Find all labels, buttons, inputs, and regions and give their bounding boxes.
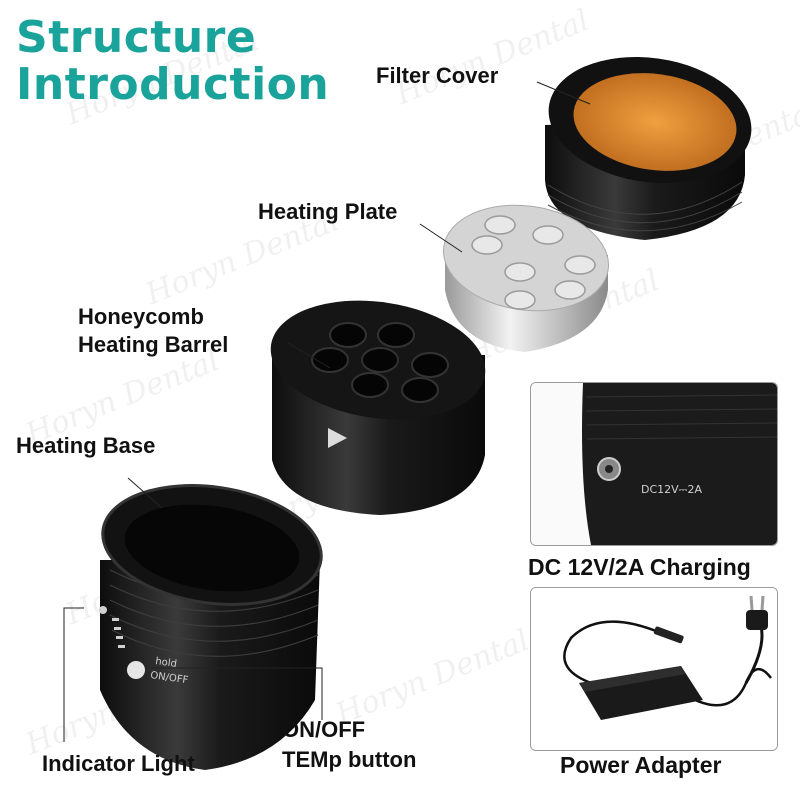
onoff-button[interactable]: [127, 661, 145, 679]
plug-head: [746, 610, 768, 630]
label-onoff-line-1: ON/OFF: [282, 717, 366, 742]
honeycomb-barrel: [270, 300, 486, 515]
heating-base: hold ON/OFF: [99, 484, 323, 770]
label-barrel-line-2: Heating Barrel: [78, 332, 229, 357]
label-filter-cover: Filter Cover: [376, 63, 499, 88]
title-line-1: Structure: [16, 12, 257, 63]
label-barrel-line-1: Honeycomb: [78, 304, 204, 329]
charging-caption: DC 12V/2A Charging: [528, 554, 751, 580]
title-line-2: Introduction: [16, 59, 330, 110]
label-indicator-light: Indicator Light: [42, 751, 195, 776]
heating-plate: [442, 204, 610, 352]
page-title: Structure Introduction: [16, 14, 376, 108]
leader-lines: [63, 81, 591, 742]
power-adapter-photo: [531, 588, 777, 750]
charging-panel: DC12V⎓2A: [530, 382, 778, 546]
filter-cover: [545, 56, 752, 240]
indicator-light: [99, 606, 125, 648]
port-text: DC12V⎓2A: [641, 483, 702, 496]
label-heating-plate: Heating Plate: [258, 199, 398, 224]
label-heating-base: Heating Base: [16, 433, 156, 458]
charging-port-photo: DC12V⎓2A: [531, 383, 777, 545]
onoff-text: ON/OFF: [150, 670, 190, 686]
label-onoff-line-2: TEMp button: [282, 747, 417, 772]
adapter-caption: Power Adapter: [560, 752, 722, 778]
adapter-panel: [530, 587, 778, 751]
hold-text: hold: [155, 656, 178, 670]
